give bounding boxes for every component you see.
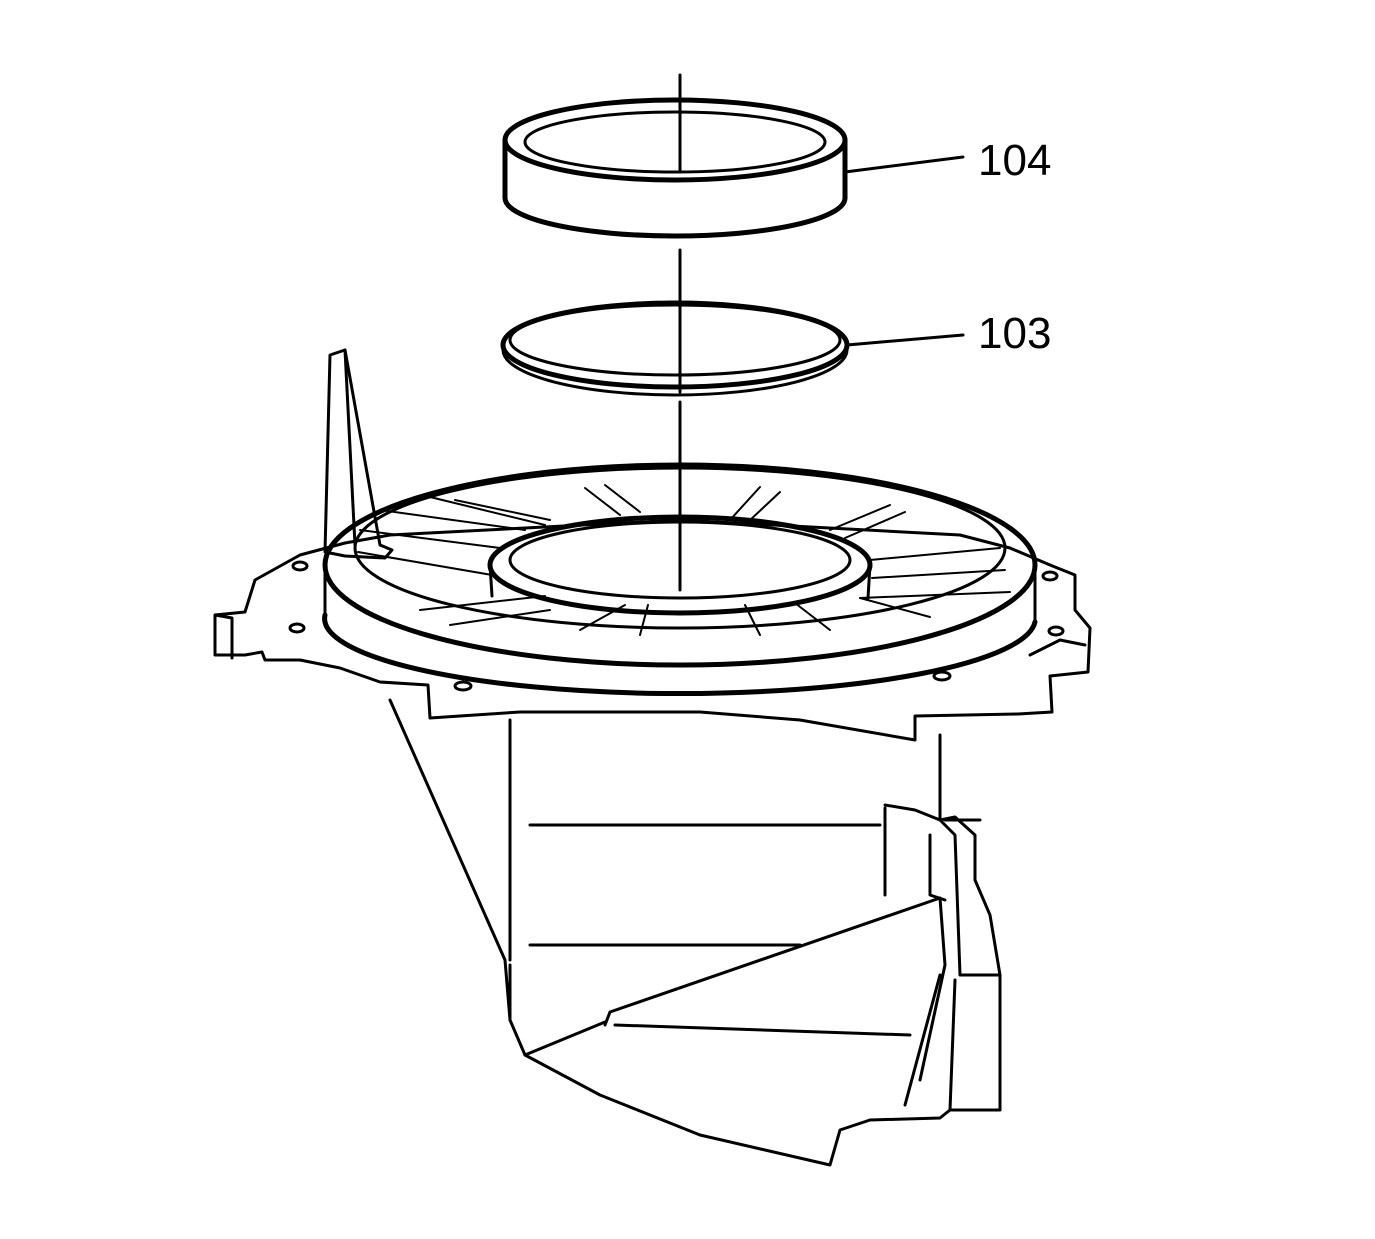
leader-line-104 xyxy=(843,155,965,174)
part-104-ring xyxy=(502,97,848,239)
part-103-seal xyxy=(500,300,850,397)
label-103: 103 xyxy=(978,309,1051,358)
leader-line-103 xyxy=(845,333,965,347)
callout-103: 103 xyxy=(845,309,1051,358)
callout-104: 104 xyxy=(843,136,1051,185)
housing xyxy=(213,348,1092,1167)
label-104: 104 xyxy=(978,136,1051,185)
